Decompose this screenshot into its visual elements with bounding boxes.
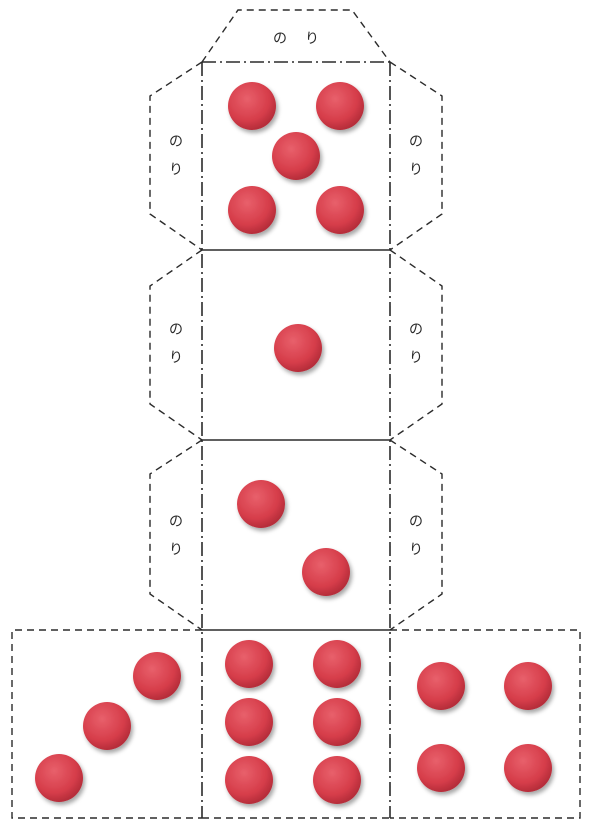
glue-label-right2-2: り: [409, 350, 423, 366]
face-one: [274, 324, 322, 372]
pip: [504, 744, 552, 792]
face-three: [35, 652, 181, 802]
face-six: [225, 640, 361, 804]
pip: [133, 652, 181, 700]
pip: [417, 744, 465, 792]
glue-flap-left-1: [149, 61, 203, 251]
left-face-border: [11, 629, 202, 819]
glue-label-right3-1: の: [409, 514, 423, 530]
pip: [35, 754, 83, 802]
pip: [504, 662, 552, 710]
glue-labels: の り の り の り の り の り の り の り: [169, 31, 423, 558]
face-four: [417, 662, 552, 792]
glue-flaps: [11, 9, 581, 819]
glue-label-top-2: り: [305, 31, 319, 47]
glue-flap-right-3: [389, 439, 443, 631]
dice-pips: [35, 82, 552, 804]
glue-label-left3-1: の: [169, 514, 183, 530]
glue-label-left2-2: り: [169, 350, 183, 366]
pip: [313, 756, 361, 804]
pip: [228, 186, 276, 234]
pip: [225, 698, 273, 746]
glue-flap-top: [201, 9, 391, 63]
glue-flap-right-2: [389, 249, 443, 441]
pip: [313, 640, 361, 688]
glue-label-right3-2: り: [409, 542, 423, 558]
pip: [313, 698, 361, 746]
pip: [272, 132, 320, 180]
pip: [225, 640, 273, 688]
face-two: [237, 480, 350, 596]
glue-label-left3-2: り: [169, 542, 183, 558]
glue-label-left2-1: の: [169, 322, 183, 338]
pip: [274, 324, 322, 372]
glue-label-top-1: の: [273, 31, 287, 47]
glue-label-right2-1: の: [409, 322, 423, 338]
glue-label-right1-2: り: [409, 162, 423, 178]
face-separators: [202, 249, 390, 631]
glue-label-left1-1: の: [169, 134, 183, 150]
glue-flap-right-1: [389, 61, 443, 251]
pip: [417, 662, 465, 710]
pip: [83, 702, 131, 750]
right-face-border: [390, 629, 581, 819]
pip: [316, 82, 364, 130]
face-five: [228, 82, 364, 234]
pip: [316, 186, 364, 234]
pip: [228, 82, 276, 130]
glue-label-left1-2: り: [169, 162, 183, 178]
glue-flap-left-2: [149, 249, 203, 441]
pip: [225, 756, 273, 804]
glue-flap-left-3: [149, 439, 203, 631]
pip: [237, 480, 285, 528]
pip: [302, 548, 350, 596]
glue-label-right1-1: の: [409, 134, 423, 150]
